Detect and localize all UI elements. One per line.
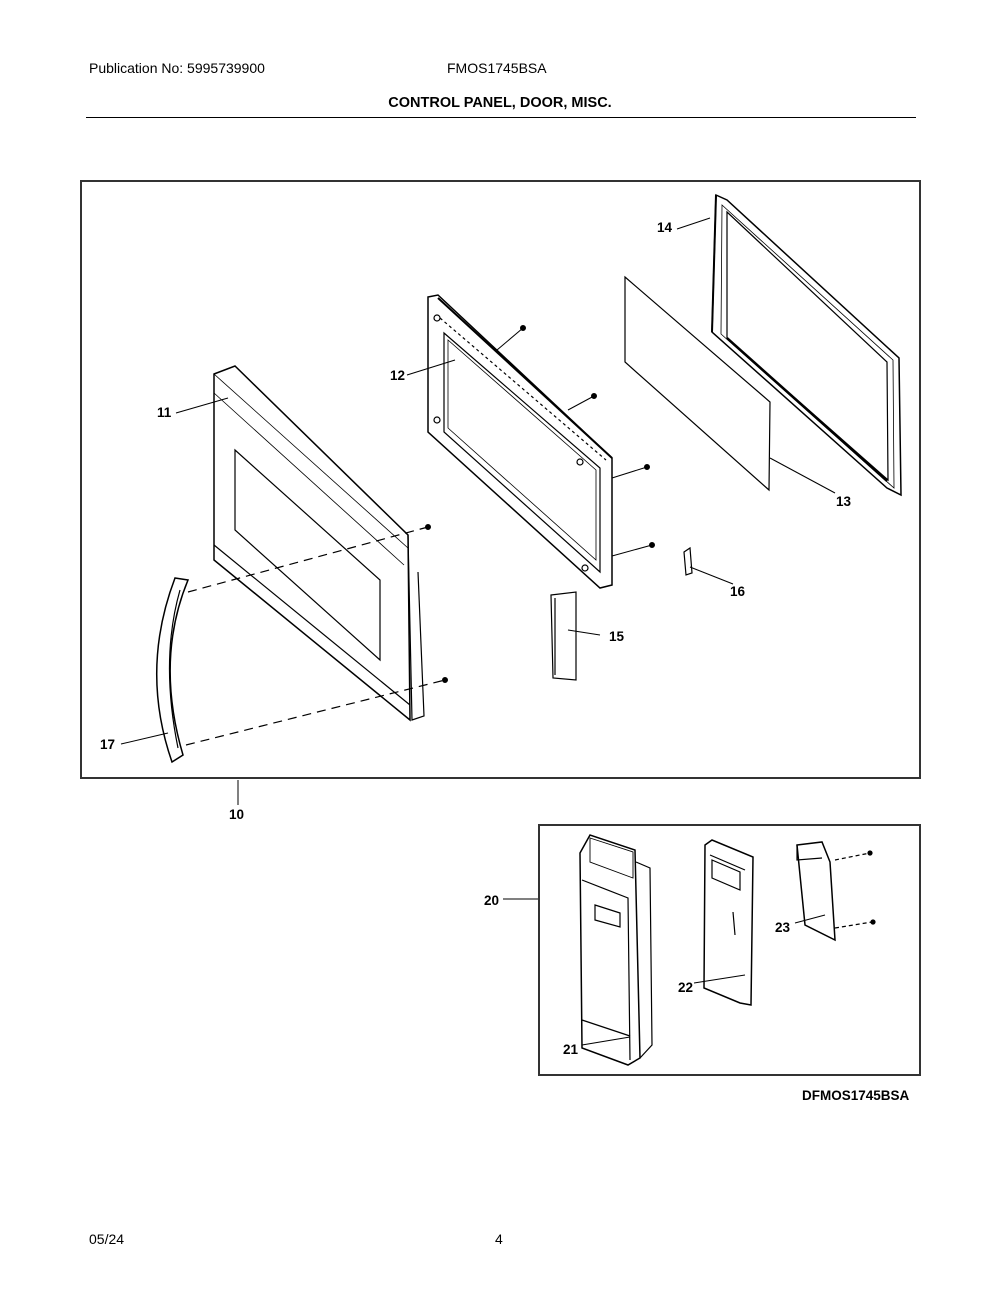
part-12-inner-door bbox=[427, 294, 613, 589]
callout-22: 22 bbox=[678, 980, 694, 995]
part-17-handle bbox=[156, 577, 190, 764]
callout-21: 21 bbox=[563, 1042, 579, 1057]
part-11-outer-door bbox=[213, 365, 425, 722]
part-16-clip bbox=[683, 546, 693, 576]
page-number: 4 bbox=[495, 1231, 503, 1247]
door-assembly-frame bbox=[80, 180, 921, 779]
part-23-circuit-board bbox=[796, 841, 876, 942]
control-panel-frame bbox=[538, 824, 921, 1076]
part-21-control-panel bbox=[579, 834, 653, 1066]
part-15-latch bbox=[550, 591, 577, 681]
title-divider bbox=[86, 117, 916, 118]
callout-16: 16 bbox=[730, 584, 746, 599]
footer-date: 05/24 bbox=[89, 1231, 125, 1247]
callout-13: 13 bbox=[836, 494, 852, 509]
callout-14: 14 bbox=[657, 220, 673, 235]
callout-17: 17 bbox=[100, 737, 116, 752]
callout-23: 23 bbox=[775, 920, 791, 935]
part-13-glass-panel bbox=[624, 275, 771, 492]
callout-20: 20 bbox=[484, 893, 500, 908]
leader-lines bbox=[120, 217, 836, 1046]
section-title: CONTROL PANEL, DOOR, MISC. bbox=[388, 95, 612, 111]
part-14-door-seal-frame bbox=[711, 193, 902, 497]
callout-11: 11 bbox=[157, 405, 172, 420]
model-number: FMOS1745BSA bbox=[447, 60, 547, 76]
diagram-code: DFMOS1745BSA bbox=[802, 1088, 910, 1103]
callout-12: 12 bbox=[390, 368, 406, 383]
callout-10: 10 bbox=[229, 807, 245, 822]
handle-alignment-lines bbox=[185, 526, 446, 746]
callout-15: 15 bbox=[609, 629, 625, 644]
publication-number: Publication No: 5995739900 bbox=[89, 60, 265, 76]
part-22-control-board bbox=[703, 839, 754, 1006]
door-screws bbox=[425, 325, 655, 683]
